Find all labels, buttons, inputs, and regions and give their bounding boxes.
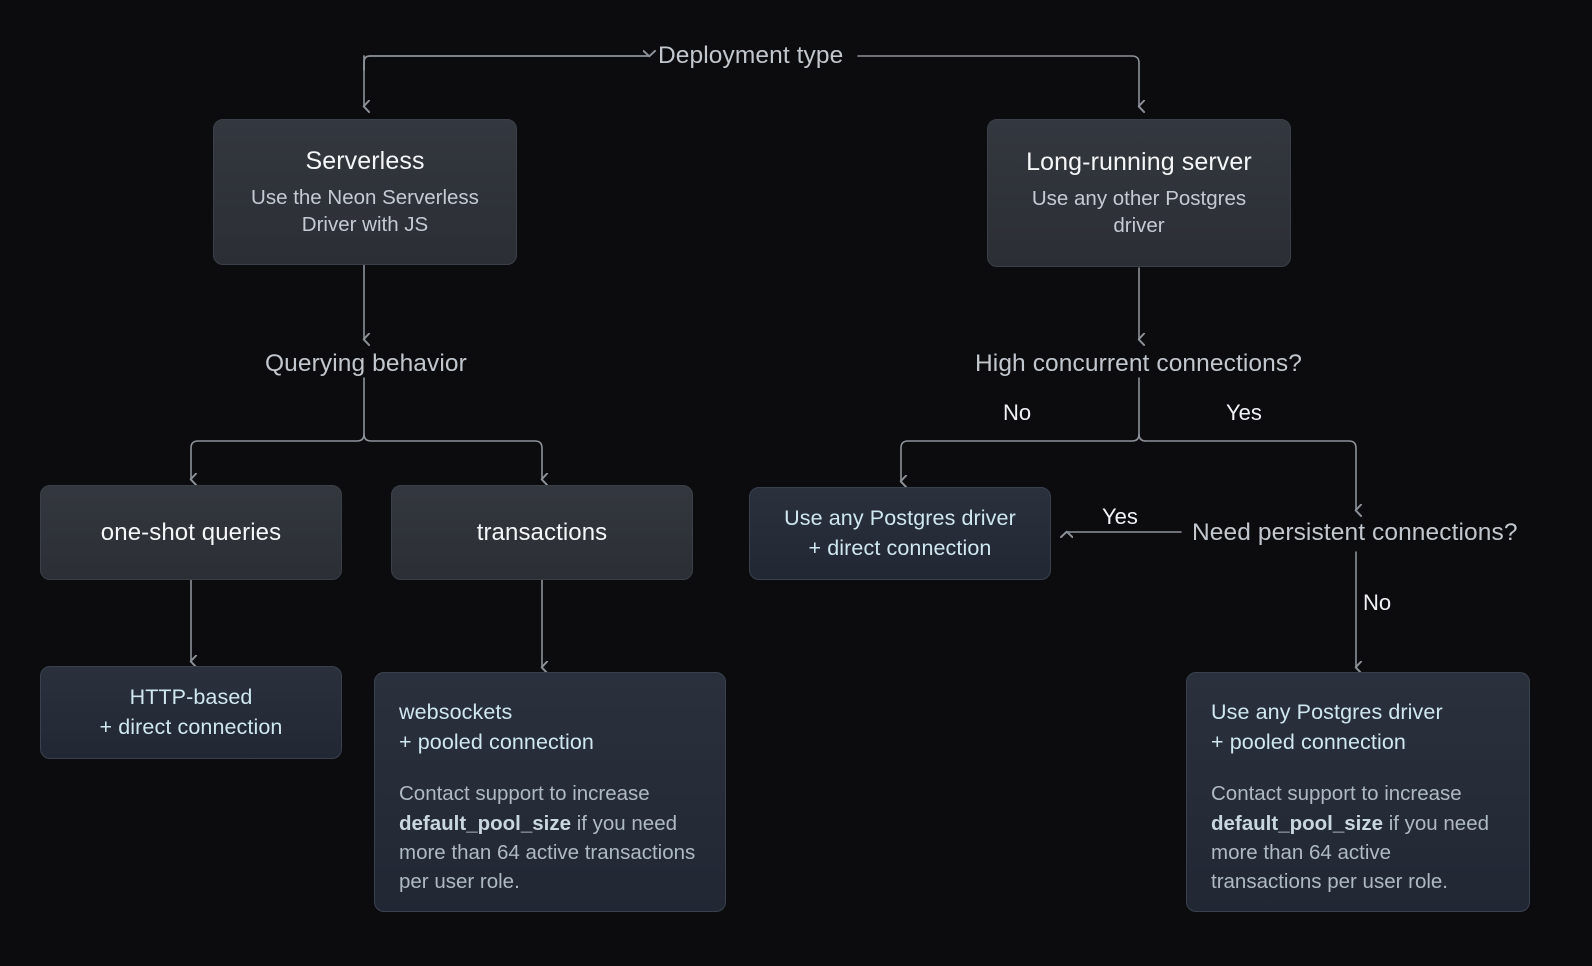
node-websockets-note-before: Contact support to increase xyxy=(399,782,650,806)
node-websockets-note: Contact support to increase default_pool… xyxy=(375,779,725,896)
decision-high-concurrent-connections: High concurrent connections? xyxy=(975,350,1302,377)
node-serverless[interactable]: Serverless Use the Neon Serverless Drive… xyxy=(213,119,517,265)
node-one-shot-queries[interactable]: one-shot queries xyxy=(40,485,342,580)
node-pooled-connection-title: Use any Postgres driver + pooled connect… xyxy=(1211,700,1443,755)
node-http-based-title: HTTP-based + direct connection xyxy=(99,684,283,739)
node-websockets-note-code: default_pool_size xyxy=(399,811,572,835)
node-long-running-server-subtitle: Use any other Postgres driver xyxy=(1031,186,1247,237)
node-pooled-connection-note-after: if you need more than 64 active transact… xyxy=(1211,811,1490,894)
branch-label-persistent-no: No xyxy=(1363,590,1392,615)
node-transactions[interactable]: transactions xyxy=(391,485,693,580)
node-long-running-server[interactable]: Long-running server Use any other Postgr… xyxy=(987,119,1291,267)
node-websockets-title: websockets + pooled connection xyxy=(399,700,594,755)
node-pooled-connection[interactable]: Use any Postgres driver + pooled connect… xyxy=(1186,672,1530,912)
node-http-based[interactable]: HTTP-based + direct connection xyxy=(40,666,342,759)
node-websockets-note-after: if you need more than 64 active transact… xyxy=(399,811,696,894)
root-decision-label: Deployment type xyxy=(658,42,844,69)
branch-label-concurrent-no: No xyxy=(1003,400,1032,425)
branch-label-persistent-yes: Yes xyxy=(1102,504,1138,529)
decision-need-persistent-connections: Need persistent connections? xyxy=(1192,519,1518,546)
branch-label-concurrent-yes: Yes xyxy=(1226,400,1262,425)
node-direct-connection-title: Use any Postgres driver + direct connect… xyxy=(784,505,1016,560)
node-one-shot-queries-title: one-shot queries xyxy=(100,518,282,546)
decision-querying-behavior: Querying behavior xyxy=(265,350,467,377)
node-long-running-server-title: Long-running server xyxy=(1026,148,1252,177)
node-pooled-connection-note: Contact support to increase default_pool… xyxy=(1187,779,1529,896)
node-transactions-title: transactions xyxy=(476,518,608,546)
node-direct-connection[interactable]: Use any Postgres driver + direct connect… xyxy=(749,487,1051,580)
node-serverless-subtitle: Use the Neon Serverless Driver with JS xyxy=(251,185,479,236)
node-websockets[interactable]: websockets + pooled connection Contact s… xyxy=(374,672,726,912)
node-pooled-connection-note-before: Contact support to increase xyxy=(1211,782,1462,806)
node-pooled-connection-note-code: default_pool_size xyxy=(1211,811,1384,835)
node-serverless-title: Serverless xyxy=(305,147,425,176)
